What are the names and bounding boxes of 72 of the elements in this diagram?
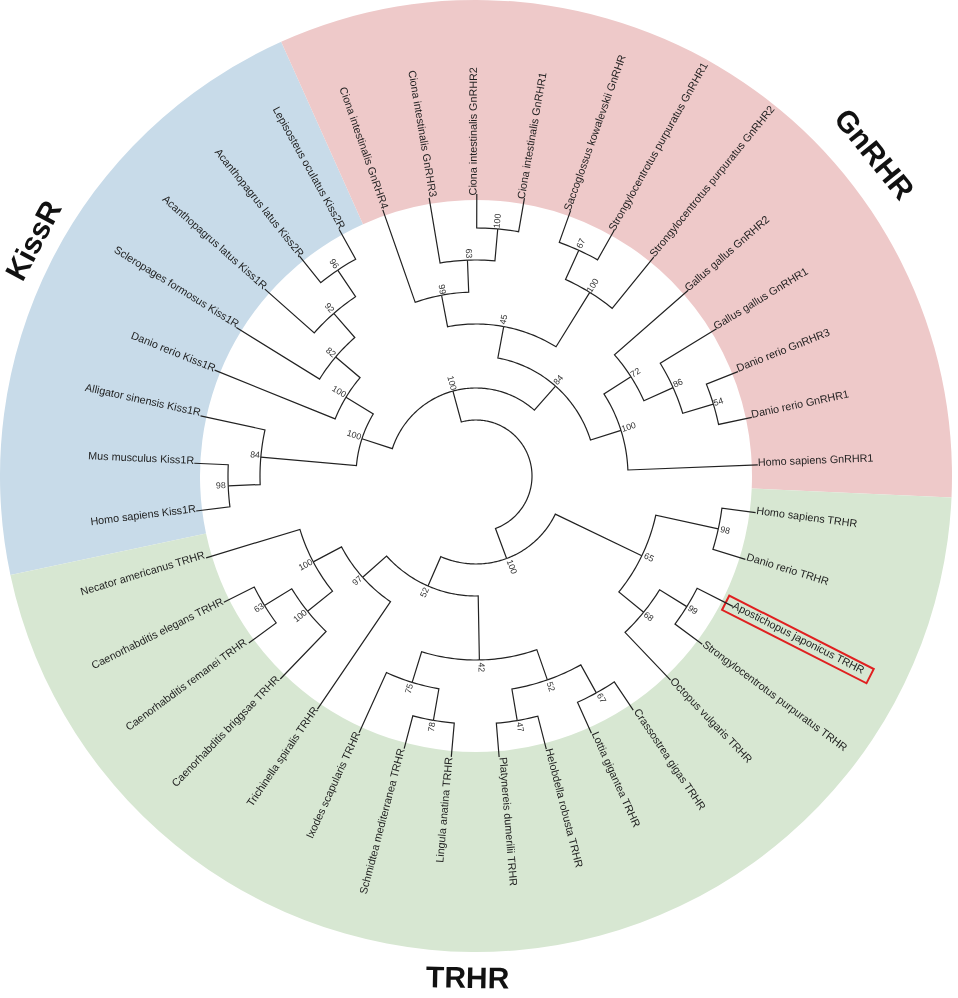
tree-branch [495, 719, 518, 758]
tree-branch [361, 390, 454, 450]
tree-branch [333, 312, 356, 358]
tree-branch [618, 555, 645, 613]
tree-branch [641, 514, 719, 557]
tree-branch [205, 528, 314, 563]
tree-branch [214, 369, 347, 420]
tree-branch [263, 587, 309, 612]
tree-branch [476, 193, 499, 230]
tree-branch [427, 555, 508, 587]
tree-branch [717, 507, 757, 530]
tree-branch [589, 256, 655, 310]
tree-branch [316, 576, 392, 710]
tree-branch [411, 681, 440, 721]
tree-branch [620, 429, 759, 471]
tree-branch [199, 415, 266, 458]
tree-branch [333, 269, 357, 315]
tree-branch [603, 376, 632, 431]
tree-branch [440, 259, 470, 296]
tree-branch [546, 664, 597, 694]
tree-branch [516, 715, 547, 750]
tree-branch [427, 585, 480, 661]
tree-branch [497, 325, 557, 387]
tree-branch [672, 387, 714, 415]
tree-branch [362, 555, 429, 587]
tree-branch [643, 588, 688, 613]
tree-branch [511, 679, 548, 722]
tree-branch [595, 681, 634, 711]
tree-branch [478, 648, 548, 681]
tree-branch [193, 462, 229, 487]
tree-branch [227, 456, 262, 487]
tree-branch [712, 528, 746, 560]
tree-branch [358, 671, 413, 734]
tree-branch [411, 651, 480, 683]
tree-branch [674, 606, 703, 645]
tree-branch [403, 715, 434, 750]
tree-branch [382, 209, 443, 304]
tree-branch [630, 376, 674, 402]
tree-branch [195, 485, 231, 512]
tree-branch [613, 289, 689, 378]
tree-branch [452, 390, 533, 560]
tree-branch [497, 197, 526, 233]
tree-branch [279, 610, 327, 680]
tree-branch [466, 228, 499, 262]
tree-branch [264, 288, 335, 334]
tree-branch [432, 719, 455, 758]
tree-branch [624, 611, 672, 681]
tree-branch [306, 561, 334, 612]
tree-branch [659, 328, 718, 389]
tree-branch [312, 546, 364, 578]
tree-branch [564, 249, 591, 293]
tree-branch [578, 229, 615, 261]
tree-branch [428, 197, 469, 264]
tree-branch [223, 586, 266, 607]
tree-branch [235, 326, 337, 380]
tree-branch [503, 291, 591, 348]
tree-branch [554, 385, 622, 441]
tree-branch [576, 692, 597, 734]
tree-branch [705, 371, 739, 405]
tree-branch [686, 587, 734, 608]
clade-label: TRHR [424, 964, 509, 996]
tree-branch [506, 513, 643, 560]
tree-branch [335, 356, 361, 398]
tree-branch [452, 385, 557, 411]
tree-branch [337, 228, 357, 271]
tree-branch [298, 255, 339, 284]
tree-branch [712, 403, 753, 426]
tree-branch [260, 438, 363, 467]
tree-branch [345, 396, 375, 440]
tree-branch [558, 209, 580, 251]
tree-branch [440, 294, 505, 328]
tree-branch [248, 604, 278, 644]
